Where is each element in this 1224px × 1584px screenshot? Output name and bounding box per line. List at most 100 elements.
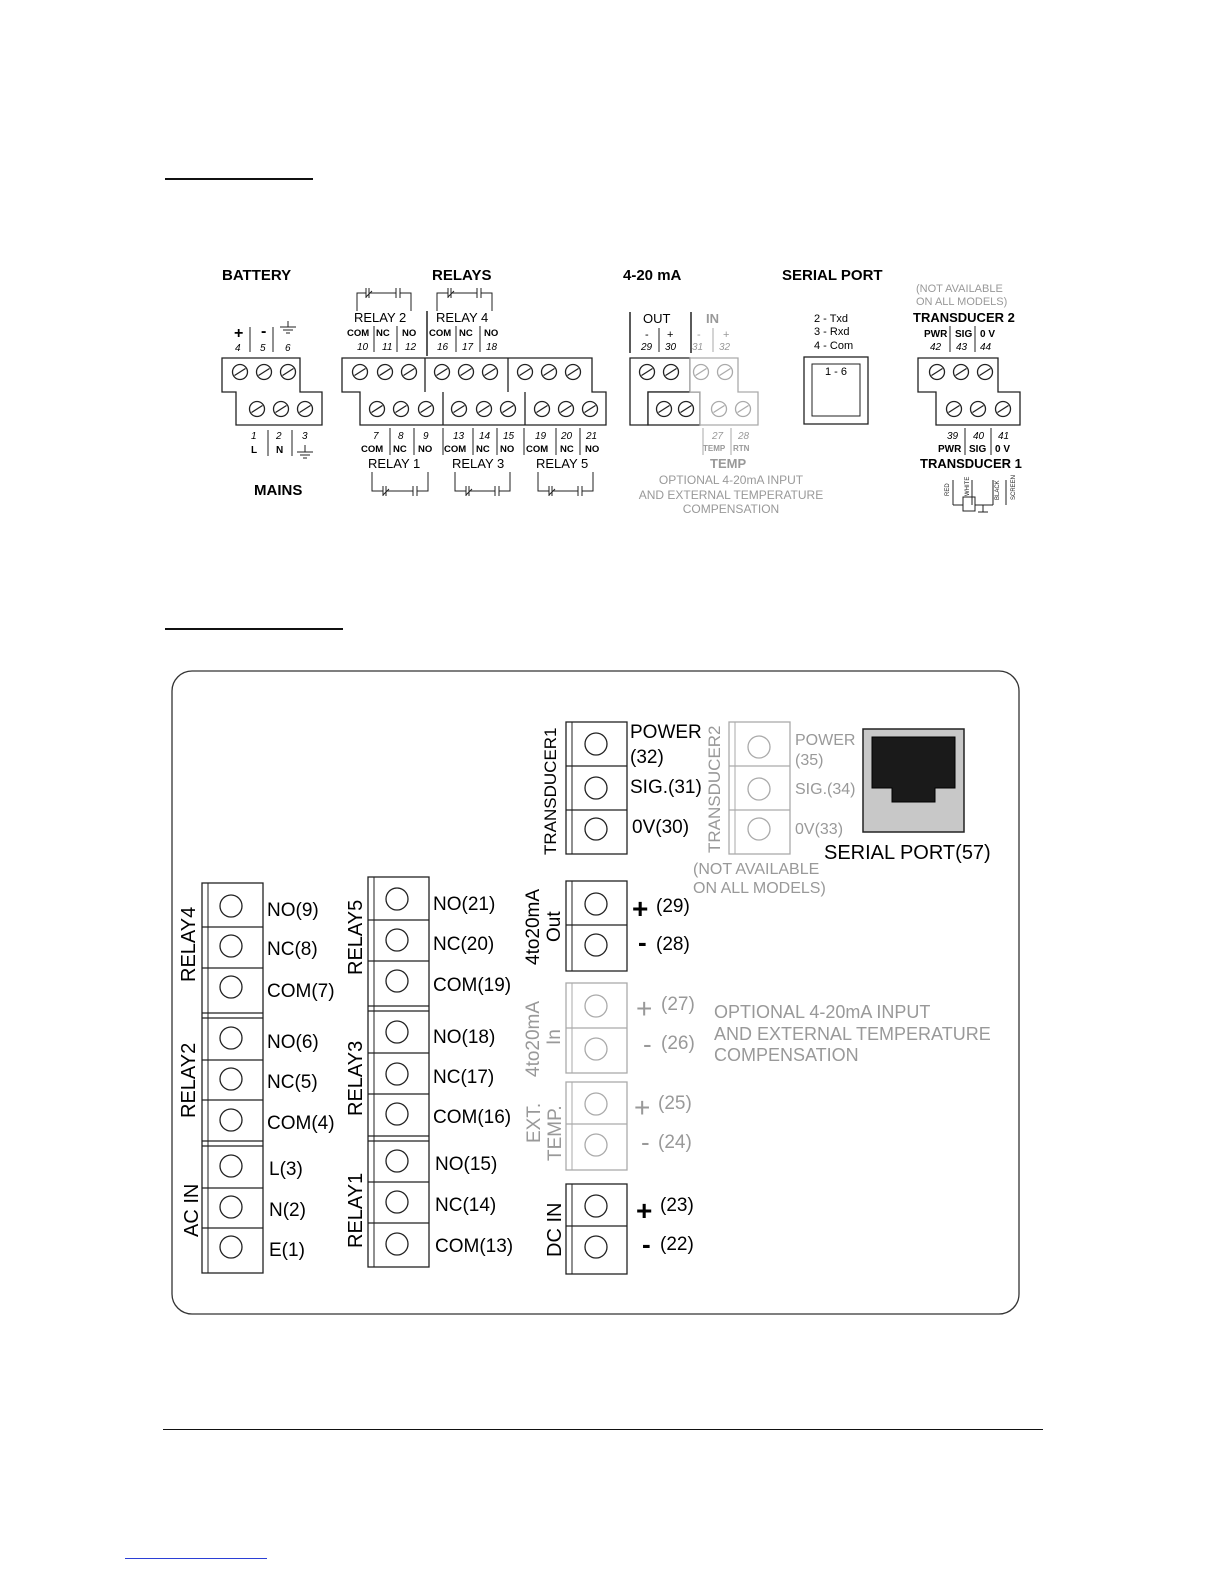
battery-num-4: 4 xyxy=(235,343,241,354)
ma-in-side-2: In xyxy=(544,1029,565,1045)
ma-in-minus: - xyxy=(643,1029,652,1059)
ma-in-minus-num: (26) xyxy=(661,1033,695,1054)
mains-l: L xyxy=(251,445,257,456)
relay3-nc-label: NC(17) xyxy=(433,1067,494,1088)
relay-num-9: 9 xyxy=(423,431,429,442)
battery-plus: + xyxy=(234,325,243,342)
relay3-no: NO xyxy=(500,444,514,455)
temp-num-27: 27 xyxy=(711,431,724,442)
relay-num-21: 21 xyxy=(585,431,597,442)
t2-sig: SIG xyxy=(955,329,972,340)
ma-num-30: 30 xyxy=(665,342,677,353)
battery-ground-icon xyxy=(280,321,296,334)
relay5-nc-label: NC(20) xyxy=(433,934,494,955)
serial-port-label: SERIAL PORT(57) xyxy=(824,842,991,864)
ext-temp-side-1: EXT. xyxy=(524,1103,545,1143)
ma-out-minus: - xyxy=(638,927,647,957)
t1-title: TRANSDUCER 1 xyxy=(920,456,1022,471)
relay5-label: RELAY 5 xyxy=(536,456,588,471)
t1-0v: 0 V xyxy=(995,444,1010,455)
relay1-com-label: COM(13) xyxy=(435,1236,513,1257)
relay4-side-label: RELAY4 xyxy=(178,907,200,982)
relay5-no: NO xyxy=(585,444,599,455)
ma-out-label: OUT xyxy=(643,311,671,326)
relay-num-8: 8 xyxy=(398,431,404,442)
relay-num-14: 14 xyxy=(479,431,491,442)
mains-num-2: 2 xyxy=(275,431,282,442)
battery-minus: - xyxy=(261,323,266,340)
ma-note-1: OPTIONAL 4-20mA INPUT xyxy=(659,473,804,487)
ma-in-plus-num: (27) xyxy=(661,994,695,1015)
relay5-side-label: RELAY5 xyxy=(345,900,367,975)
t2-power-num: (35) xyxy=(795,752,823,769)
t1-power-num: (32) xyxy=(630,747,664,768)
dc-plus-num: (23) xyxy=(660,1195,694,1216)
footer-link-underline xyxy=(125,1558,267,1559)
battery-title: BATTERY xyxy=(222,267,291,284)
transducer1-label: TRANSDUCER1 xyxy=(541,727,560,855)
relay-num-13: 13 xyxy=(453,431,465,442)
relay1-nc-label: NC(14) xyxy=(435,1195,496,1216)
ext-minus-num: (24) xyxy=(658,1132,692,1153)
relay4-contact-icon xyxy=(436,288,493,311)
t1-sig: SIG.(31) xyxy=(630,777,702,798)
relay5-nc: NC xyxy=(560,444,574,455)
heading-underline-1 xyxy=(165,178,313,180)
ma-out-minus-num: (28) xyxy=(656,934,690,955)
transducer2-label: TRANSDUCER2 xyxy=(705,725,724,853)
relay-num-16: 16 xyxy=(437,342,449,353)
relay2-label: RELAY 2 xyxy=(354,310,406,325)
ac-e-label: E(1) xyxy=(269,1240,305,1261)
relay2-no-label: NO(6) xyxy=(267,1032,319,1053)
ma-out-plus-num: (29) xyxy=(656,896,690,917)
ma-num-31: 31 xyxy=(692,342,703,353)
heading-underline-2 xyxy=(165,628,343,630)
ma-sign-2: + xyxy=(667,329,673,341)
relay2-nc: NC xyxy=(376,328,390,339)
ma-sign-3: - xyxy=(697,329,701,341)
optional-note-2: AND EXTERNAL TEMPERATURE xyxy=(714,1024,991,1044)
temp-sub-rtn: RTN xyxy=(733,444,750,453)
relay3-no-label: NO(18) xyxy=(433,1027,495,1048)
relay4-com-label: COM(7) xyxy=(267,981,335,1002)
t2-note-1: (NOT AVAILABLE xyxy=(916,283,1003,295)
battery-num-5: 5 xyxy=(260,343,266,354)
t2-0v: 0V(33) xyxy=(795,821,843,838)
ma-note-3: COMPENSATION xyxy=(683,502,779,516)
serial-port-socket xyxy=(871,736,956,803)
relay1-com: COM xyxy=(361,444,383,455)
relay4-nc-label: NC(8) xyxy=(267,939,318,960)
ma-out-side-2: Out xyxy=(544,911,565,942)
relays-title: RELAYS xyxy=(432,267,491,284)
t1-pwr: PWR xyxy=(938,444,962,455)
ext-plus: + xyxy=(634,1092,650,1123)
t1-power: POWER xyxy=(630,722,702,743)
relay2-contact-icon xyxy=(356,288,412,311)
dc-plus: + xyxy=(636,1195,652,1226)
serial-pin-com: 4 - Com xyxy=(814,340,853,352)
ma-in-side-1: 4to20mA xyxy=(523,1001,544,1077)
relay2-com: COM xyxy=(347,328,369,339)
relay3-contact-icon xyxy=(454,472,511,496)
relay1-contact-icon xyxy=(371,472,429,496)
t2-power: POWER xyxy=(795,732,855,749)
t2-num-44: 44 xyxy=(980,342,992,353)
relay-num-19: 19 xyxy=(535,431,547,442)
ma-num-32: 32 xyxy=(719,342,731,353)
serial-port-connector xyxy=(803,356,869,425)
temp-sub-temp: TEMP xyxy=(703,444,726,453)
serial-pin-txd: 2 - Txd xyxy=(814,313,848,325)
relay-num-11: 11 xyxy=(382,342,392,353)
t2-0v: 0 V xyxy=(980,329,995,340)
relay1-label: RELAY 1 xyxy=(368,456,420,471)
mains-ground-icon xyxy=(297,445,313,459)
ma-in-label: IN xyxy=(706,311,719,326)
relay2-com-label: COM(4) xyxy=(267,1113,335,1134)
relay4-com: COM xyxy=(429,328,451,339)
footer-rule xyxy=(163,1429,1043,1430)
mains-num-1: 1 xyxy=(251,431,257,442)
relay-num-15: 15 xyxy=(503,431,515,442)
t1-sig: SIG xyxy=(969,444,986,455)
not-available-2: ON ALL MODELS) xyxy=(693,880,826,897)
